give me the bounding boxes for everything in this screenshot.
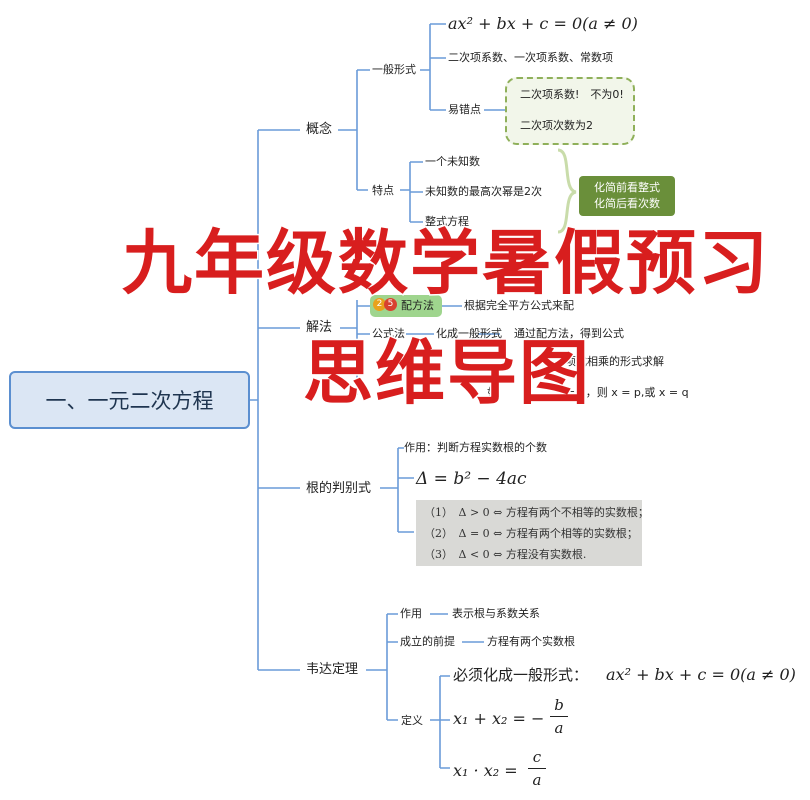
- must-form-text: 必须化成一般形式：: [453, 666, 589, 684]
- factoring-fragment: 项式相乘的形式求解: [565, 355, 664, 368]
- branch-solving[interactable]: 解法: [306, 320, 333, 335]
- number-badge-icon: 2: [373, 298, 386, 311]
- formula-step: 化成一般形式: [436, 327, 502, 340]
- general-form-formula: ax² + bx + c = 0(a ≠ 0): [448, 14, 638, 33]
- branch-vieta[interactable]: 韦达定理: [306, 662, 359, 677]
- solving-fragment: …: [388, 272, 397, 282]
- node-vieta-purpose[interactable]: 作用: [400, 607, 422, 620]
- pitfalls-callout: [505, 77, 635, 145]
- discriminant-cases-image: （1） Δ > 0 ⇔ 方程有两个不相等的实数根； （2） Δ = 0 ⇔ 方程…: [416, 500, 649, 566]
- root-label: 一、一元二次方程: [45, 389, 214, 413]
- node-vieta-premise[interactable]: 成立的前提: [400, 635, 455, 648]
- sum-denominator: a: [554, 719, 564, 737]
- node-vieta-definition[interactable]: 定义: [401, 714, 423, 727]
- vieta-premise: 方程有两个实数根: [487, 635, 575, 648]
- discriminant-case: （2） Δ = 0 ⇔ 方程有两个相等的实数根；: [424, 527, 638, 540]
- pitfall-item: 二次项次数为2: [520, 119, 593, 132]
- vieta-product-lhs: x₁ · x₂ =: [453, 761, 518, 780]
- example-prefix: 如: [487, 386, 498, 399]
- coefficients-text: 二次项系数、一次项系数、常数项: [448, 51, 613, 64]
- discriminant-formula: Δ = b² − 4ac: [416, 469, 527, 489]
- node-formula-method[interactable]: 公式法: [372, 327, 405, 340]
- vieta-purpose: 表示根与系数关系: [452, 607, 540, 620]
- number-badge-icon: 5: [384, 298, 397, 311]
- feature-item: 一个未知数: [425, 155, 480, 168]
- discriminant-case: （3） Δ < 0 ⇔ 方程没有实数根.: [424, 548, 587, 561]
- features-note: 化简前看整式 化简后看次数: [579, 176, 675, 216]
- features-note-line: 化简前看整式: [594, 181, 660, 194]
- discriminant-purpose: 作用：判断方程实数根的个数: [404, 441, 547, 454]
- features-note-line: 化简后看次数: [594, 197, 660, 210]
- example-tail: =0 ，则 x = p,或 x = q: [566, 386, 689, 399]
- formula-step: 通过配方法，得到公式: [514, 327, 624, 340]
- feature-item: 整式方程: [425, 215, 469, 228]
- root-node[interactable]: 一、一元二次方程: [9, 371, 250, 429]
- node-general-form[interactable]: 一般形式: [372, 63, 416, 76]
- must-form-formula: ax² + bx + c = 0(a ≠ 0): [606, 665, 796, 684]
- completing-square-label: 配方法: [401, 299, 434, 312]
- node-features[interactable]: 特点: [372, 184, 394, 197]
- completing-square-desc: 根据完全平方公式来配: [464, 299, 574, 312]
- branch-discriminant[interactable]: 根的判别式: [306, 481, 372, 496]
- pitfall-item: 二次项系数! 不为0!: [520, 88, 624, 101]
- vieta-product-fraction: c a: [528, 748, 546, 789]
- vieta-sum-fraction: b a: [550, 696, 568, 737]
- product-numerator: c: [532, 748, 542, 766]
- vieta-sum-lhs: x₁ + x₂ = −: [453, 709, 545, 728]
- branch-concept[interactable]: 概念: [306, 122, 333, 137]
- banner-subtitle: 思维导图: [302, 331, 591, 416]
- sum-numerator: b: [554, 696, 564, 714]
- node-pitfalls[interactable]: 易错点: [448, 103, 481, 116]
- product-denominator: a: [532, 771, 542, 789]
- feature-item: 未知数的最高次幂是2次: [425, 185, 542, 198]
- banner-title: 九年级数学暑假预习: [121, 221, 770, 306]
- discriminant-case: （1） Δ > 0 ⇔ 方程有两个不相等的实数根；: [424, 506, 649, 519]
